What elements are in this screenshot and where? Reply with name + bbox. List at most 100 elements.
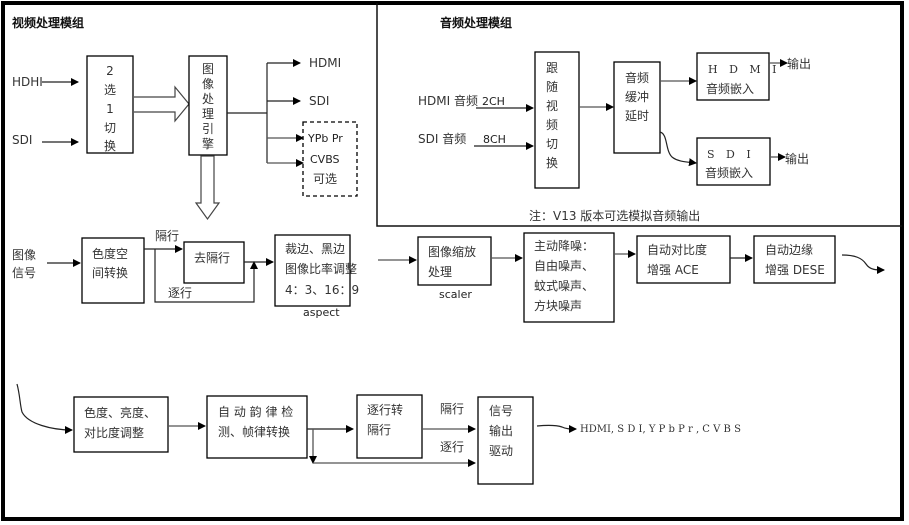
- svg-text:隔行: 隔行: [367, 423, 391, 437]
- svg-text:引: 引: [202, 122, 214, 136]
- audio-module-title: 音频处理模组: [440, 15, 512, 30]
- svg-text:音频嵌入: 音频嵌入: [706, 81, 754, 96]
- scaler-caption: scaler: [439, 288, 472, 301]
- svg-text:色度、亮度、: 色度、亮度、: [84, 405, 156, 420]
- signal-output-driver-box: 信号 输出 驱动: [477, 396, 534, 485]
- svg-text:YPb Pr: YPb Pr: [307, 132, 343, 145]
- final-outputs-label: HDMI, S D I, Y P b P r , C V B S: [580, 424, 741, 435]
- follow-video-switch-box: 跟 随 视 频 切 换: [534, 51, 580, 189]
- switch-2to1-box: 2 选 1 切 换: [86, 55, 134, 154]
- svg-text:自由噪声、: 自由噪声、: [534, 259, 594, 273]
- svg-text:2: 2: [106, 64, 114, 78]
- audio-input-hdmi-label: HDMI 音频: [418, 93, 478, 108]
- interlaced-label-2: 隔行: [440, 402, 464, 416]
- svg-text:像: 像: [202, 77, 214, 91]
- input-hdhi-label: HDHI: [12, 75, 43, 89]
- driver-output-curve-arrow: [536, 424, 577, 433]
- svg-text:间转换: 间转换: [92, 265, 128, 280]
- svg-text:理: 理: [202, 107, 214, 121]
- colorspace-conversion-box: 色度空 间转换: [81, 237, 145, 304]
- output-sdi-label: SDI: [309, 94, 329, 108]
- hollow-arrow-icon: [134, 85, 190, 123]
- svg-text:CVBS: CVBS: [310, 153, 340, 166]
- svg-text:自动对比度: 自动对比度: [647, 242, 707, 257]
- svg-text:H D M I: H D M I: [708, 63, 781, 76]
- row1-continue-curve-arrow: [841, 254, 885, 274]
- svg-text:蚊式噪声、: 蚊式噪声、: [534, 278, 594, 293]
- svg-text:色度空: 色度空: [92, 246, 128, 261]
- svg-text:音频: 音频: [625, 70, 649, 85]
- svg-text:视: 视: [546, 98, 558, 113]
- noise-reduction-box: 主动降噪： 自由噪声、 蚊式噪声、 方块噪声: [523, 232, 615, 323]
- svg-text:驱动: 驱动: [489, 444, 513, 458]
- svg-text:擎: 擎: [202, 136, 214, 151]
- svg-text:信号: 信号: [489, 404, 513, 418]
- audio-input-hdmi-channels: 2CH: [482, 95, 505, 108]
- svg-text:1: 1: [106, 102, 114, 116]
- svg-text:换: 换: [546, 156, 558, 170]
- svg-text:切: 切: [104, 121, 116, 135]
- svg-text:音频嵌入: 音频嵌入: [705, 165, 753, 180]
- hdmi-audio-embed-box: H D M I 音频嵌入: [696, 52, 781, 101]
- progressive-label-1: 逐行: [168, 286, 192, 300]
- aspect-adjust-box: 裁边、黑边 图像比率调整 4：3、16：9: [274, 234, 359, 307]
- svg-text:图像缩放: 图像缩放: [428, 244, 476, 259]
- dese-box: 自动边缘 增强 DESE: [753, 235, 836, 284]
- image-signal-label-1: 图像: [12, 248, 36, 262]
- aspect-caption: aspect: [303, 306, 340, 319]
- input-sdi-label: SDI: [12, 133, 32, 147]
- svg-text:选: 选: [104, 83, 116, 97]
- svg-text:去隔行: 去隔行: [194, 251, 230, 265]
- row2-continue-curve-arrow: [16, 383, 73, 434]
- svg-text:频: 频: [546, 118, 558, 132]
- svg-text:切: 切: [546, 137, 558, 151]
- audio-note: 注：V13 版本可选模拟音频输出: [529, 208, 700, 223]
- interlaced-label-1: 隔行: [155, 229, 179, 243]
- audio-input-sdi-label: SDI 音频: [418, 131, 466, 146]
- svg-text:S D I: S D I: [707, 148, 755, 161]
- svg-text:延时: 延时: [625, 109, 649, 123]
- svg-text:换: 换: [104, 139, 116, 153]
- svg-text:主动降噪：: 主动降噪：: [534, 239, 594, 253]
- image-engine-box: 图 像 处 理 引 擎: [188, 55, 228, 156]
- svg-text:测、帧律转换: 测、帧律转换: [218, 424, 290, 439]
- svg-text:图: 图: [202, 62, 214, 76]
- svg-text:增强 ACE: 增强 ACE: [647, 263, 699, 277]
- deinterlace-box: 去隔行: [183, 241, 245, 284]
- hollow-down-arrow-icon: [194, 155, 221, 221]
- sdi-embed-output-label: 输出: [785, 151, 809, 166]
- svg-text:自 动 韵 律 检: 自 动 韵 律 检: [218, 404, 293, 419]
- output-hdmi-label: HDMI: [309, 56, 341, 70]
- svg-text:处理: 处理: [428, 265, 452, 279]
- cadence-detection-box: 自 动 韵 律 检 测、帧律转换: [206, 395, 308, 459]
- audio-buffer-delay-box: 音频 缓冲 延时: [613, 61, 661, 154]
- svg-text:4：3、16：9: 4：3、16：9: [285, 283, 359, 297]
- svg-text:裁边、黑边: 裁边、黑边: [285, 242, 345, 256]
- buffer-to-sdi-curve-arrow: [659, 131, 697, 167]
- image-signal-label-2: 信号: [12, 266, 36, 280]
- ace-box: 自动对比度 增强 ACE: [636, 235, 731, 284]
- module-separator: [376, 3, 902, 227]
- color-brightness-contrast-box: 色度、亮度、 对比度调整: [73, 396, 169, 453]
- svg-text:缓冲: 缓冲: [625, 89, 649, 104]
- svg-text:随: 随: [546, 79, 558, 94]
- svg-text:对比度调整: 对比度调整: [84, 425, 144, 440]
- video-module-title: 视频处理模组: [12, 15, 84, 30]
- progressive-label-2: 逐行: [440, 440, 464, 454]
- svg-text:自动边缘: 自动边缘: [765, 243, 813, 257]
- svg-text:方块噪声: 方块噪声: [534, 298, 582, 313]
- scaler-box: 图像缩放 处理: [417, 236, 492, 286]
- svg-text:逐行转: 逐行转: [367, 402, 403, 417]
- progressive-bypass-line: [154, 249, 258, 303]
- svg-text:图像比率调整: 图像比率调整: [285, 261, 357, 276]
- progressive-to-interlaced-box: 逐行转 隔行: [356, 394, 423, 459]
- optional-outputs-box: YPb Pr CVBS 可选: [267, 121, 358, 197]
- sdi-audio-embed-box: S D I 音频嵌入: [696, 137, 771, 186]
- svg-text:跟: 跟: [546, 61, 558, 75]
- svg-text:处: 处: [202, 92, 214, 106]
- audio-input-sdi-channels: 8CH: [483, 133, 506, 146]
- svg-text:增强 DESE: 增强 DESE: [765, 263, 825, 277]
- hdmi-embed-output-label: 输出: [787, 56, 811, 71]
